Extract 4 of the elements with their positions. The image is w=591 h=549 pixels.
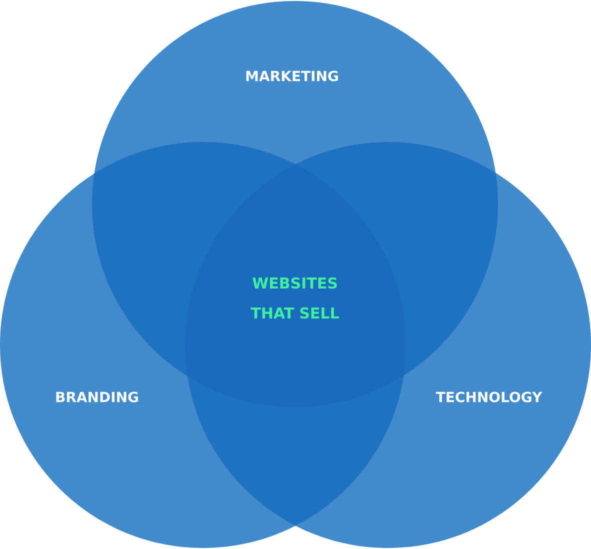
circle-label: BRANDING <box>56 392 138 402</box>
circle-label: MARKETING <box>246 70 338 82</box>
circle-label: TECHNOLOGY <box>436 392 542 402</box>
center-label: WEBSITES THAT SELL <box>250 277 339 319</box>
